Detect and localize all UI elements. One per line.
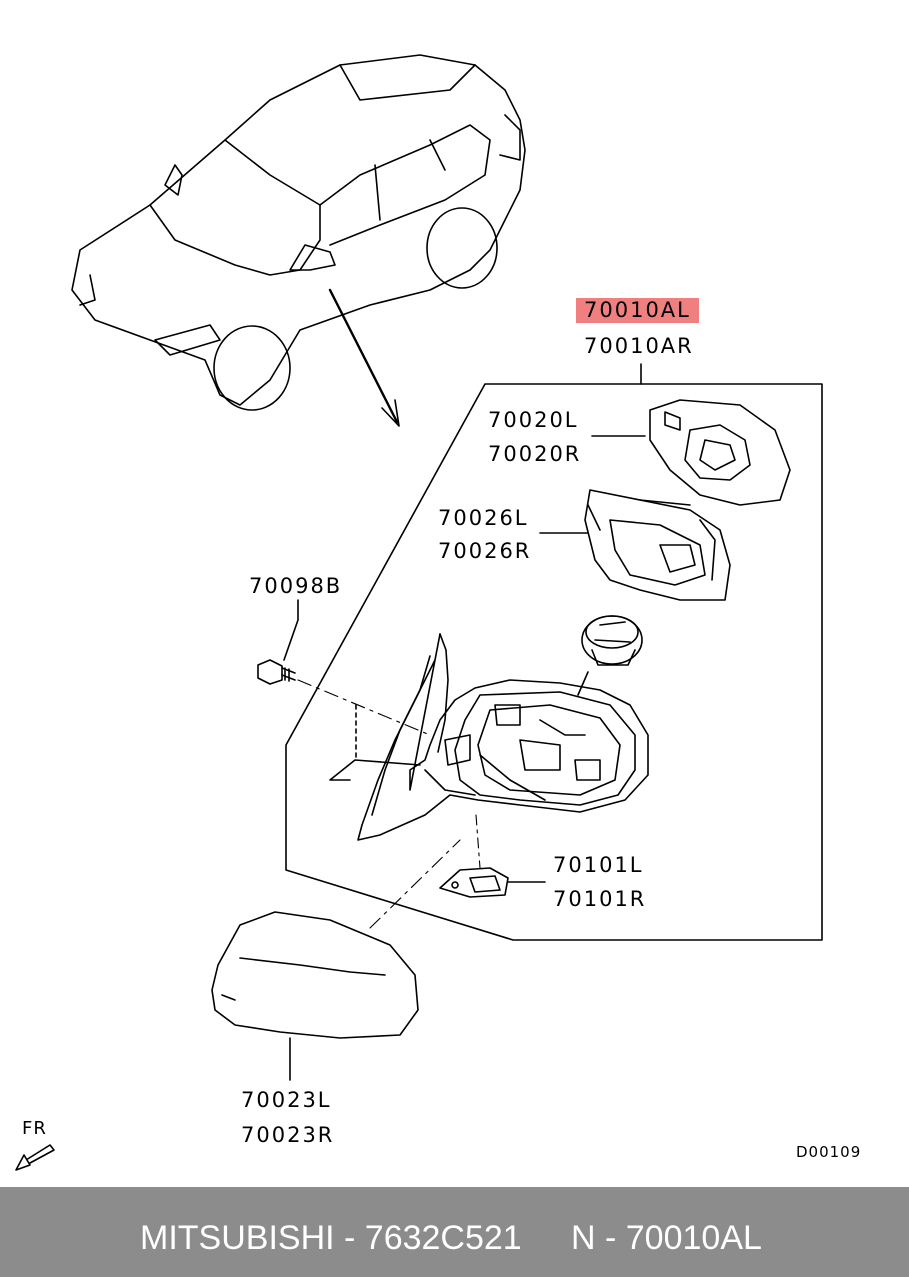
screw-illustration [257,659,296,685]
part-number-bracket-left[interactable]: 70101L [553,853,644,877]
part-number-glass-left[interactable]: 70020L [488,408,579,432]
bracket-illustration [439,867,509,898]
part-number-screw[interactable]: 70098B [249,574,343,598]
mirror-holder-illustration [584,489,731,601]
mirror-cover-illustration [211,911,419,1039]
part-number-bracket-right[interactable]: 70101R [553,887,647,911]
mirror-housing-illustration [329,633,649,841]
bracket-axis [475,814,481,869]
front-direction-label: FR [22,1118,47,1139]
part-number-glass-right[interactable]: 70020R [488,442,582,466]
diagram-code: D00109 [796,1143,862,1161]
footer-oem-reference: N - 70010AL [571,1219,762,1257]
part-number-holder-left[interactable]: 70026L [438,506,529,530]
part-number-holder-right[interactable]: 70026R [438,539,532,563]
part-number-assy-right[interactable]: 70010AR [584,334,694,358]
front-direction-arrow-icon [15,1144,55,1171]
leader-actuator [577,671,589,696]
actuator-illustration [581,615,643,666]
footer-brand-part-number: MITSUBISHI - 7632C521 [140,1219,522,1257]
part-number-cover-left[interactable]: 70023L [241,1088,332,1112]
mirror-glass-illustration [649,399,791,506]
assembly-frame [285,383,823,941]
zoom-arrow [328,288,400,427]
vehicle-illustration [71,54,526,411]
footer-bar: MITSUBISHI - 7632C521 N - 70010AL [0,1187,909,1277]
part-number-assy-left[interactable]: 70010AL [576,298,699,323]
part-number-cover-right[interactable]: 70023R [241,1123,335,1147]
leader-screw [283,599,299,661]
screw-axis [297,679,431,736]
cover-axis [369,839,461,929]
